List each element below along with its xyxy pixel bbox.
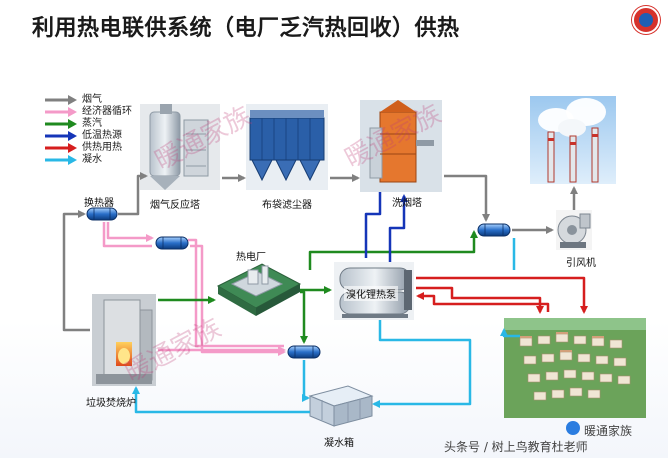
brand-icon (566, 421, 580, 435)
legend-item-economizer: 经济器循环 (44, 106, 164, 118)
flue-gas-reactor-image (140, 104, 220, 190)
edge-heatpump-to-stack-heating (416, 286, 544, 314)
edge-scrubber-heatpump-lowtemp (364, 192, 404, 262)
legend-arrow-icon (45, 107, 77, 117)
legend-label: 烟气 (82, 94, 102, 105)
power-plant-image (216, 263, 302, 316)
legend-item-flue-gas: 烟气 (44, 94, 164, 106)
condensate-tank-image (308, 385, 374, 427)
label-lithium-bromide-heat-pump: 溴化锂热泵 (344, 286, 398, 301)
edge-hx-economizer-loop (102, 222, 152, 248)
edge-rhx-to-community-condensate (504, 238, 520, 338)
footer-credit: 头条号 / 树上鸟教育杜老师 (444, 440, 588, 454)
edge-plant-to-bottomhx-steam (300, 290, 308, 344)
legend-item-heating: 供热用热 (44, 142, 164, 154)
label-incinerator: 垃圾焚烧炉 (86, 398, 136, 409)
edge-heatpump-to-community-heating (416, 276, 588, 314)
edge-heatpump-to-tank-condensate (372, 320, 472, 408)
legend-label: 凝水 (82, 154, 102, 165)
induced-draft-fan-image (556, 210, 592, 250)
edge-scrubber-to-rhx-flue (444, 174, 490, 222)
edge-hx-to-reactor-flue (118, 172, 148, 216)
scrubber-image (360, 100, 442, 192)
edge-incinerator-to-hx-flue (62, 210, 90, 332)
label-bag-filter: 布袋滤尘器 (262, 200, 312, 211)
edge-bottomhx-to-tank-condensate (302, 360, 310, 402)
label-power-plant: 热电厂 (236, 252, 266, 263)
legend-item-condensate: 凝水 (44, 154, 164, 166)
legend-arrow-icon (45, 143, 77, 153)
legend-arrow-icon (45, 155, 77, 165)
legend-arrow-icon (45, 131, 77, 141)
label-scrubber: 洗烟塔 (392, 198, 422, 209)
community-image (504, 318, 646, 418)
heat-exchanger-economizer (155, 236, 189, 250)
edge-plant-to-rhx-steam (308, 230, 478, 270)
smokestack-image (530, 96, 616, 184)
edge-tank-to-incinerator-condensate (132, 386, 310, 414)
label-induced-draft-fan: 引风机 (566, 258, 596, 269)
label-heat-exchanger: 换热器 (84, 198, 114, 209)
legend-item-low-temp: 低温热源 (44, 130, 164, 142)
incinerator-image (92, 294, 156, 386)
edge-community-to-heatpump-heating (416, 292, 550, 312)
heat-exchanger-bottom (287, 345, 321, 359)
legend-arrow-icon (45, 95, 77, 105)
legend-label: 低温热源 (82, 130, 122, 141)
legend-label: 供热用热 (82, 142, 122, 153)
legend-label: 经济器循环 (82, 106, 132, 117)
legend-arrow-icon (45, 119, 77, 129)
heat-exchanger-left (86, 207, 118, 221)
logo-icon (632, 6, 660, 34)
heat-exchanger-right (477, 223, 511, 237)
legend-item-steam: 蒸汽 (44, 118, 164, 130)
label-flue-gas-reactor: 烟气反应塔 (150, 200, 200, 211)
page-title: 利用热电联供系统（电厂乏汽热回收）供热 (32, 16, 460, 41)
label-condensate-tank: 凝水箱 (324, 438, 354, 449)
legend: 烟气 经济器循环 蒸汽 低温热源 供热用热 凝水 (44, 94, 164, 166)
legend-label: 蒸汽 (82, 118, 102, 129)
brand-name: 暖通家族 (584, 424, 633, 438)
bag-filter-image (246, 104, 328, 190)
